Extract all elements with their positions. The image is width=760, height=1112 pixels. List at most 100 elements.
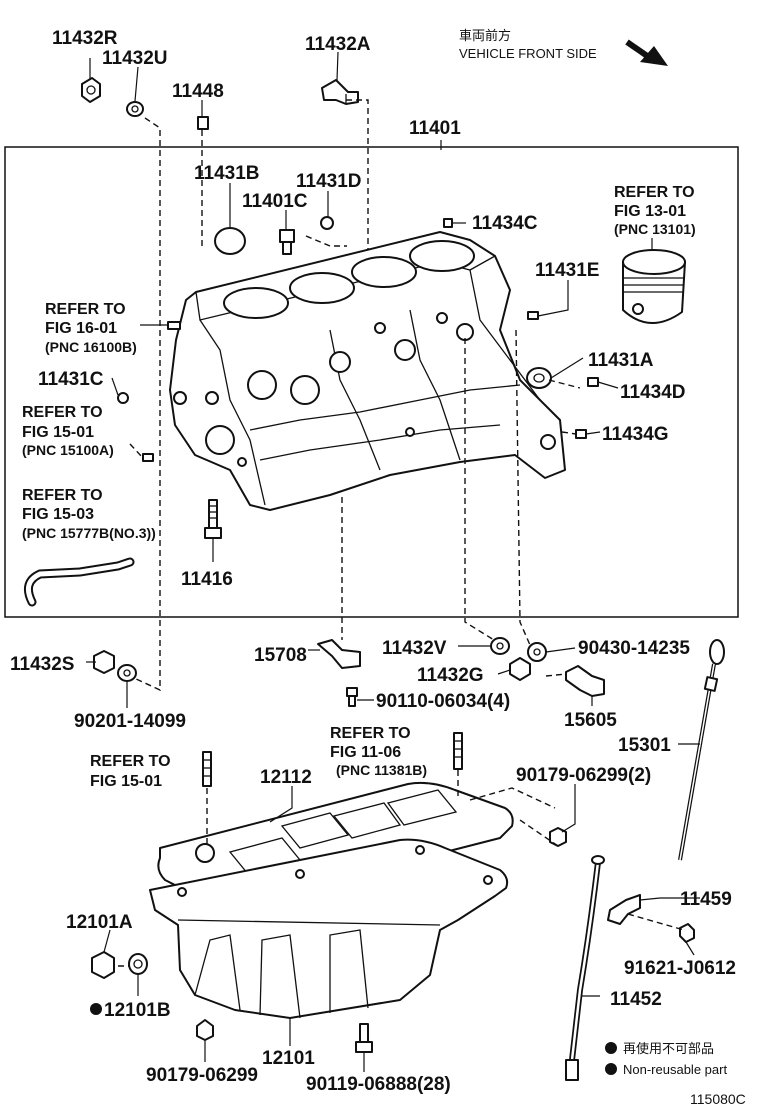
- label-15605: 15605: [564, 710, 617, 731]
- refer-15-01-line3: (PNC 15100A): [22, 442, 114, 458]
- label-11432G: 11432G: [417, 665, 484, 686]
- legend-en: Non-reusable part: [623, 1062, 727, 1077]
- refer-13-01-line2: FIG 13-01: [614, 203, 686, 220]
- label-11448: 11448: [172, 81, 224, 102]
- label-90179-06299: 90179-06299: [146, 1065, 258, 1086]
- refer-15-03-line2: FIG 15-03: [22, 506, 94, 523]
- pin-15-01-icon: [142, 453, 154, 462]
- label-15708: 15708: [254, 645, 307, 666]
- pin-11434C-icon: [443, 218, 453, 228]
- label-12101B: 12101B: [104, 1000, 171, 1021]
- bolt-90119-icon: [355, 1023, 373, 1053]
- refer-fig-16-01[interactable]: REFER TO FIG 16-01 (PNC 16100B): [45, 301, 137, 355]
- label-11416: 11416: [181, 569, 233, 590]
- refer-11-06-line1: REFER TO: [330, 725, 411, 742]
- label-11432U: 11432U: [102, 48, 168, 69]
- refer-fig-15-01-lower[interactable]: REFER TO FIG 15-01: [90, 753, 171, 790]
- front-jp-label: 車両前方: [459, 28, 511, 43]
- refer-fig-15-01[interactable]: REFER TO FIG 15-01 (PNC 15100A): [22, 404, 114, 458]
- label-11432S: 11432S: [10, 654, 74, 675]
- stud-15-01-icon: [202, 751, 212, 787]
- front-en-label: VEHICLE FRONT SIDE: [459, 46, 597, 61]
- dipstick-15301-icon: [678, 639, 725, 861]
- plug-11431D-icon: [320, 216, 334, 230]
- pin-11434D-icon: [587, 377, 599, 387]
- plug-11432S-icon: [93, 650, 115, 674]
- label-11431E: 11431E: [535, 260, 599, 281]
- refer-16-01-line3: (PNC 16100B): [45, 339, 137, 355]
- gasket-12101B-icon: [128, 953, 148, 975]
- label-11432R: 11432R: [52, 28, 118, 49]
- refer-13-01-line3: (PNC 13101): [614, 221, 696, 237]
- label-11431C: 11431C: [38, 369, 104, 390]
- refer-15-01b-line2: FIG 15-01: [90, 773, 162, 790]
- refer-15-01b-line1: REFER TO: [90, 753, 171, 770]
- plug-11432G-icon: [509, 657, 531, 681]
- union-15605-icon: [565, 665, 605, 697]
- plug-11431C-icon: [117, 392, 129, 404]
- hose-icon: [23, 557, 135, 607]
- refer-15-03-line1: REFER TO: [22, 487, 103, 504]
- cylinder-block: [169, 231, 566, 511]
- label-11434C: 11434C: [472, 213, 538, 234]
- refer-11-06-line2: FIG 11-06: [330, 744, 401, 761]
- refer-15-01-line2: FIG 15-01: [22, 424, 94, 441]
- stud-11-06-icon: [453, 732, 463, 770]
- label-12101A: 12101A: [66, 912, 133, 933]
- pin-11431E-icon: [527, 311, 539, 320]
- bolt-91621-icon: [679, 923, 695, 943]
- label-91621-J0612: 91621-J0612: [624, 958, 736, 979]
- plug-11432R-icon: [81, 77, 101, 103]
- front-arrow-icon: [625, 39, 668, 66]
- refer-13-01-line1: REFER TO: [614, 184, 695, 201]
- refer-11-06-line3: (PNC 11381B): [336, 762, 427, 778]
- oil-pan-12101: [149, 838, 509, 1019]
- block-frame: [4, 146, 739, 618]
- label-15301: 15301: [618, 735, 671, 756]
- label-90119-06888: 90119-06888(28): [306, 1074, 451, 1095]
- label-90110-06034: 90110-06034(4): [376, 691, 510, 712]
- label-11401C: 11401C: [242, 191, 308, 212]
- label-11434G: 11434G: [602, 424, 669, 445]
- legend-bullet-en-icon: [605, 1063, 617, 1075]
- label-11401: 11401: [409, 118, 461, 139]
- label-90201-14099: 90201-14099: [74, 711, 186, 732]
- refer-16-01-line1: REFER TO: [45, 301, 126, 318]
- legend-bullet-jp-icon: [605, 1042, 617, 1054]
- plug-12101A-icon: [91, 951, 115, 979]
- label-11431B: 11431B: [194, 163, 260, 184]
- label-11432A: 11432A: [305, 34, 371, 55]
- label-90179-06299-2: 90179-06299(2): [516, 765, 651, 786]
- piston-icon: [622, 249, 686, 324]
- gauge-guide-11452-icon: [565, 855, 605, 1081]
- gasket-11432U-icon: [126, 101, 144, 117]
- gasket-90430-icon: [527, 642, 547, 662]
- gasket-90201-icon: [117, 664, 137, 682]
- refer-16-01-line2: FIG 16-01: [45, 320, 117, 337]
- label-11431D: 11431D: [296, 171, 362, 192]
- figure-code: 115080C: [690, 1091, 746, 1107]
- refer-fig-11-06[interactable]: REFER TO FIG 11-06 (PNC 11381B): [330, 725, 427, 778]
- plug-11432A-icon: [321, 79, 359, 105]
- label-11431A: 11431A: [588, 350, 654, 371]
- bolt-11401C-icon: [279, 229, 295, 255]
- refer-fig-15-03[interactable]: REFER TO FIG 15-03 (PNC 15777B(NO.3)): [22, 487, 156, 541]
- non-reusable-bullet-icon: [90, 1003, 102, 1015]
- refer-15-01-line1: REFER TO: [22, 404, 103, 421]
- label-11434D: 11434D: [620, 382, 686, 403]
- pin-11448-icon: [197, 116, 209, 130]
- label-11459: 11459: [680, 889, 732, 910]
- bracket-15708-icon: [317, 639, 361, 669]
- label-12101: 12101: [262, 1048, 315, 1069]
- bolt-11416-icon: [204, 499, 222, 539]
- refer-15-03-line3: (PNC 15777B(NO.3)): [22, 525, 156, 541]
- legend-jp: 再使用不可部品: [623, 1041, 714, 1056]
- nut-90179-bottom-icon: [196, 1019, 214, 1041]
- nut-90179-icon: [549, 827, 567, 847]
- gasket-11432V-icon: [490, 637, 510, 655]
- label-90430-14235: 90430-14235: [578, 638, 690, 659]
- plug-11431B-icon: [214, 227, 246, 255]
- refer-fig-13-01[interactable]: REFER TO FIG 13-01 (PNC 13101): [614, 184, 696, 237]
- bracket-11459-icon: [607, 894, 641, 925]
